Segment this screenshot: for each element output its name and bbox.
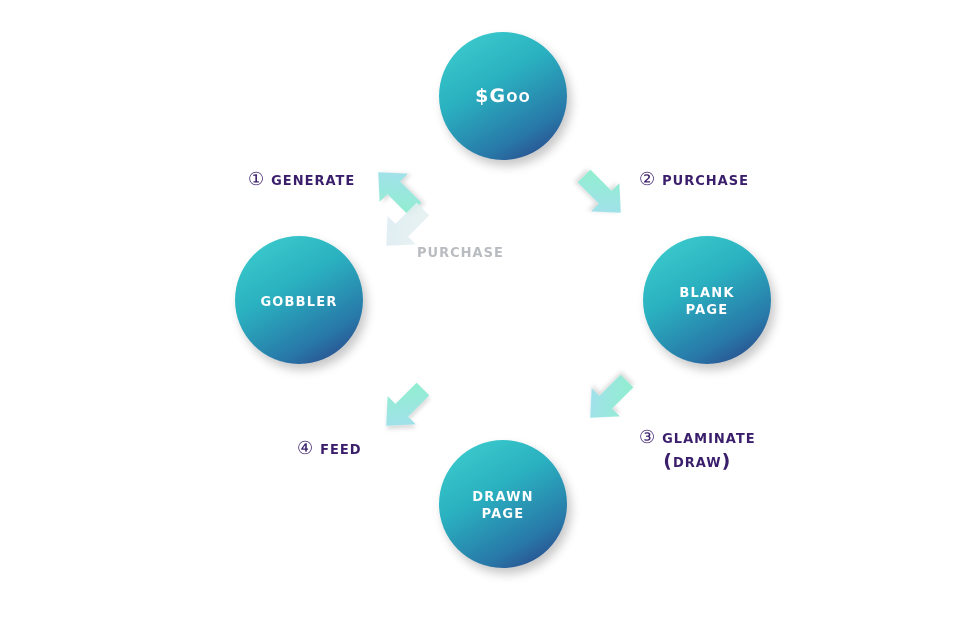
- gobbler-node-text: Gobbler: [260, 288, 338, 311]
- drawn-page-node-label: Drawn Page: [472, 484, 534, 523]
- gobbler-node: Gobbler: [235, 236, 363, 364]
- arrow-feed: [386, 382, 430, 426]
- step-generate-number: ①: [248, 169, 266, 190]
- blank-page-node-label: Blank Page: [679, 280, 735, 319]
- arrow-purchase: [577, 169, 621, 213]
- drawn-page-node-line2: Page: [481, 501, 525, 523]
- blank-page-node-line1: Blank: [679, 280, 735, 302]
- step-purchase-alt-label: Purchase: [417, 240, 504, 262]
- step-glaminate-number: ③: [639, 427, 657, 448]
- step-purchase-label: ②Purchase: [639, 168, 749, 190]
- goo-node-label: $Goo: [475, 84, 531, 107]
- arrow-glaminate: [590, 374, 634, 418]
- step-purchase-number: ②: [639, 169, 657, 190]
- drawn-page-node-line1: Drawn: [472, 484, 534, 506]
- step-purchase-text: Purchase: [662, 168, 749, 190]
- gobbler-node-label: Gobbler: [260, 288, 338, 311]
- drawn-page-node: Drawn Page: [439, 440, 567, 568]
- blank-page-node: Blank Page: [643, 236, 771, 364]
- step-feed-number: ④: [297, 438, 315, 459]
- step-glaminate-label: ③Glaminate (Draw): [639, 426, 756, 472]
- step-generate-text: Generate: [271, 168, 356, 190]
- step-generate-label: ①Generate: [248, 168, 355, 190]
- arrow-generate: [378, 172, 422, 216]
- step-feed-label: ④Feed: [297, 437, 362, 459]
- step-glaminate-text: Glaminate: [662, 426, 756, 448]
- blank-page-node-line2: Page: [685, 297, 729, 319]
- step-glaminate-subtext: (Draw): [663, 450, 732, 472]
- goo-node-text: $Goo: [475, 84, 531, 107]
- step-feed-text: Feed: [320, 437, 362, 459]
- step-purchase-alt-text: Purchase: [417, 240, 504, 262]
- goo-node: $Goo: [439, 32, 567, 160]
